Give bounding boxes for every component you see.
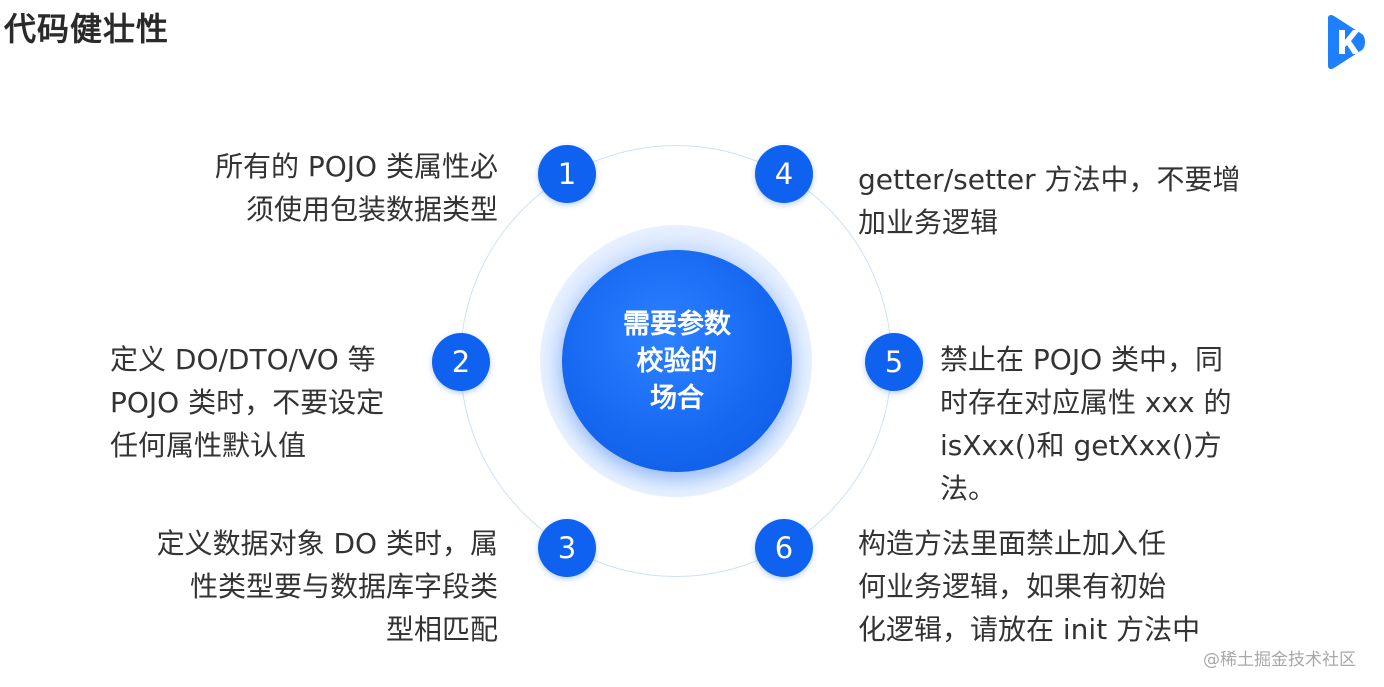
item-text-6: 构造方法里面禁止加入任 何业务逻辑，如果有初始 化逻辑，请放在 init 方法中: [858, 527, 1201, 646]
item-text-4: getter/setter 方法中，不要增 加业务逻辑: [858, 163, 1241, 239]
page-title: 代码健壮性: [4, 10, 170, 48]
center-circle: 需要参数 校验的 场合: [562, 250, 792, 472]
number-badge-1: 1: [538, 145, 596, 203]
watermark: @稀土掘金技术社区: [1203, 650, 1356, 670]
item-text-1: 所有的 POJO 类属性必 须使用包装数据类型: [214, 150, 498, 226]
number-badge-5: 5: [865, 333, 923, 391]
number-badge-6: 6: [755, 519, 813, 577]
item-text-3: 定义数据对象 DO 类时，属 性类型要与数据库字段类 型相匹配: [156, 527, 498, 646]
item-text-2: 定义 DO/DTO/VO 等 POJO 类时，不要设定 任何属性默认值: [110, 343, 385, 462]
k-logo-icon: [1328, 14, 1365, 70]
number-badge-4: 4: [755, 145, 813, 203]
item-text-5: 禁止在 POJO 类中，同 时存在对应属性 xxx 的 isXxx()和 get…: [940, 343, 1232, 505]
number-badge-3: 3: [538, 519, 596, 577]
number-badge-2: 2: [432, 333, 490, 391]
center-label: 需要参数 校验的 场合: [623, 308, 731, 414]
